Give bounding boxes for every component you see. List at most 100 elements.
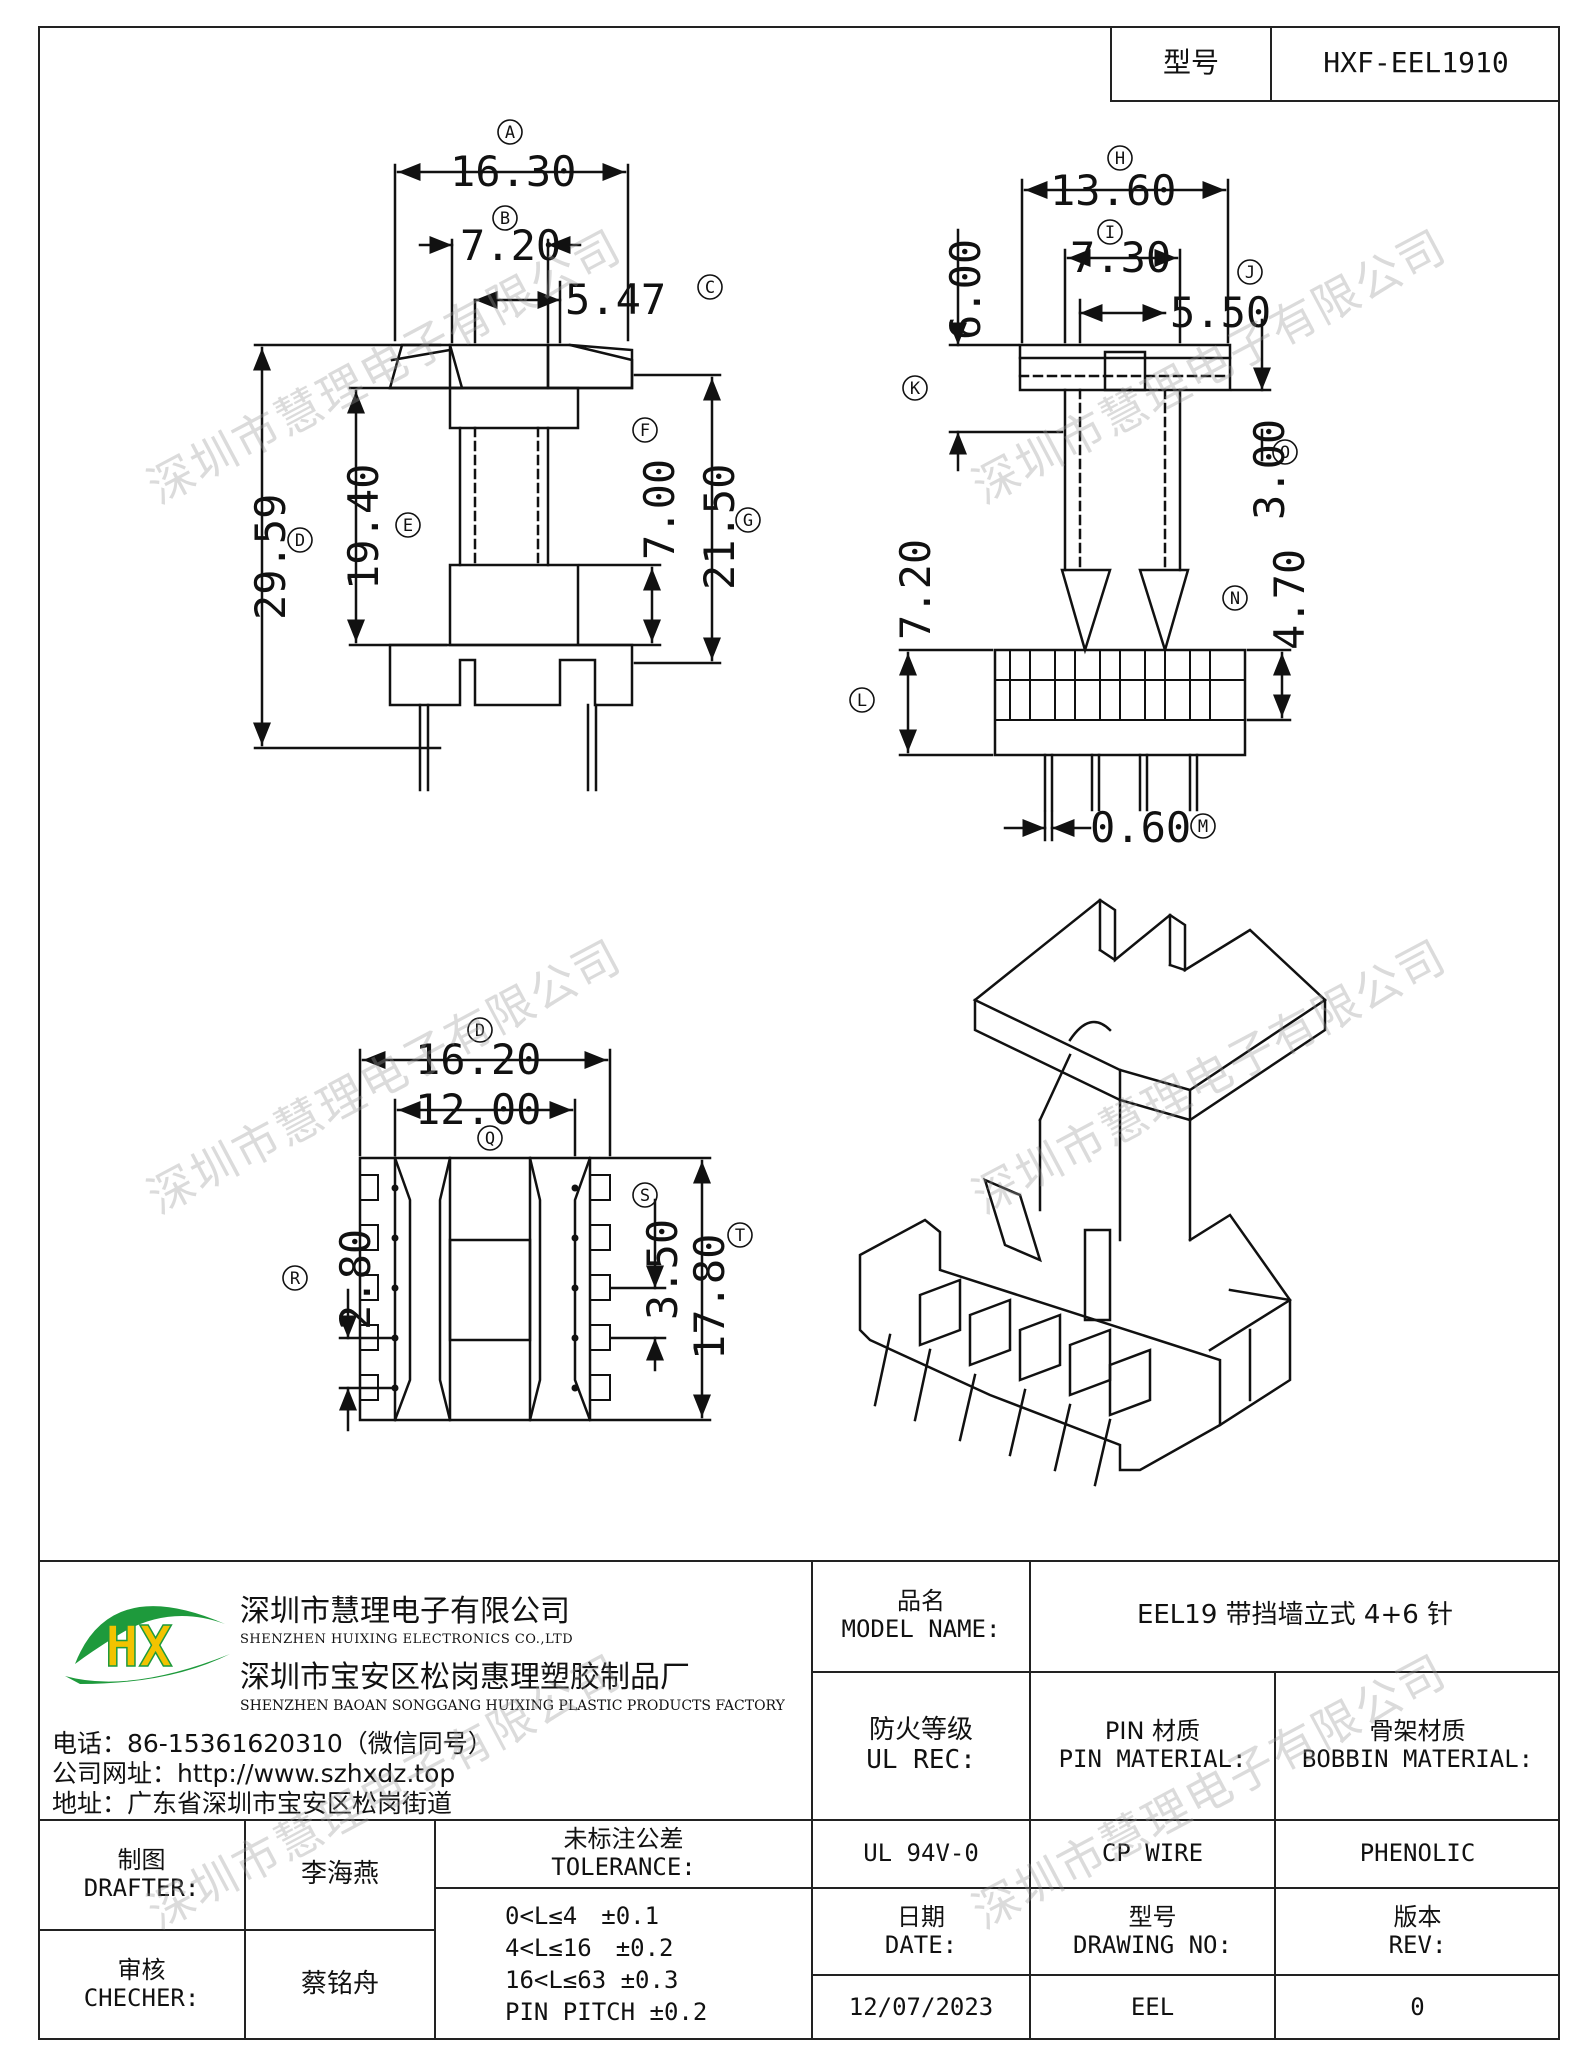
tolerance-label-cn: 未标注公差 bbox=[563, 1825, 684, 1854]
ul-value: UL 94V-0 bbox=[863, 1839, 979, 1868]
dim-i-label: 7.30 bbox=[1070, 233, 1171, 282]
company-website: 公司网址：http://www.szhxdz.top bbox=[52, 1759, 456, 1788]
tolerance-line: PIN PITCH ±0.2 bbox=[505, 1998, 708, 2026]
dim-e-label: 19.40 bbox=[339, 464, 388, 590]
tolerance-line: 0<L≤4 ±0.1 bbox=[505, 1902, 660, 1930]
dim-a-label: 16.30 bbox=[450, 147, 576, 196]
bobbin-label-en: BOBBIN MATERIAL: bbox=[1301, 1745, 1534, 1773]
date-value: 12/07/2023 bbox=[848, 1992, 994, 2021]
company-name-en: SHENZHEN HUIXING ELECTRONICS CO.,LTD bbox=[240, 1632, 574, 1647]
dim-n-label: 4.70 bbox=[1265, 549, 1314, 650]
rev-label: 版本 REV: bbox=[1275, 1888, 1560, 1975]
marker-e: E bbox=[395, 512, 421, 538]
marker-c: C bbox=[697, 274, 723, 300]
date-label-cn: 日期 bbox=[897, 1902, 945, 1931]
company-name-cn: 深圳市慧理电子有限公司 bbox=[240, 1594, 570, 1629]
dim-t-label: 17.80 bbox=[685, 1234, 734, 1360]
isometric-view bbox=[858, 898, 1328, 1487]
svg-text:N: N bbox=[1230, 589, 1240, 609]
dim-c-label: 5.47 bbox=[565, 275, 666, 324]
date-label: 日期 DATE: bbox=[812, 1888, 1030, 1975]
svg-text:R: R bbox=[290, 1269, 301, 1289]
marker-k: K bbox=[902, 375, 928, 401]
ul-label: 防火等级 UL REC: bbox=[812, 1672, 1030, 1820]
drafter-value: 李海燕 bbox=[300, 1859, 379, 1890]
svg-text:O: O bbox=[1280, 443, 1290, 463]
svg-text:E: E bbox=[403, 516, 413, 536]
drafter-label-en: DRAFTER: bbox=[83, 1874, 200, 1902]
marker-l: L bbox=[849, 687, 875, 713]
checker-value: 蔡铭舟 bbox=[300, 1969, 379, 2000]
model-label-cell: 型号 bbox=[1110, 26, 1270, 102]
model-name-label-cn: 品名 bbox=[897, 1587, 945, 1616]
technical-drawing: 16.30 7.20 5.47 13.60 7.30 5.50 0.60 16.… bbox=[246, 119, 1328, 1487]
dim-k-label: 6.00 bbox=[941, 239, 990, 340]
dim-f-label: 7.00 bbox=[635, 459, 684, 560]
dim-l-label: 7.20 bbox=[891, 539, 940, 640]
dim-p-label: 16.20 bbox=[415, 1035, 541, 1084]
company-phone: 电话：86-15361620310（微信同号） bbox=[52, 1729, 493, 1758]
marker-n: N bbox=[1222, 585, 1248, 611]
marker-g: G bbox=[735, 507, 761, 533]
dim-j-label: 5.50 bbox=[1170, 288, 1271, 337]
bobbin-material-label: 骨架材质 BOBBIN MATERIAL: bbox=[1275, 1672, 1560, 1820]
svg-text:S: S bbox=[640, 1186, 650, 1206]
dim-h-label: 13.60 bbox=[1050, 166, 1176, 215]
checker-label: 审核 CHECHER: bbox=[38, 1930, 245, 2040]
svg-text:C: C bbox=[705, 278, 715, 298]
marker-i: I bbox=[1097, 219, 1123, 245]
model-name-value: EEL19 带挡墙立式 4+6 针 bbox=[1030, 1560, 1560, 1672]
bobbin-label-cn: 骨架材质 bbox=[1369, 1717, 1466, 1746]
rev-value: 0 bbox=[1410, 1992, 1425, 2021]
ul-label-en: UL REC: bbox=[866, 1745, 976, 1775]
svg-text:A: A bbox=[505, 123, 515, 143]
svg-text:D: D bbox=[295, 531, 305, 551]
model-label: 型号 bbox=[1162, 45, 1219, 79]
svg-text:G: G bbox=[743, 511, 753, 531]
dim-o-label: 3.00 bbox=[1245, 419, 1294, 520]
svg-text:Q: Q bbox=[485, 1129, 495, 1149]
marker-h: H bbox=[1107, 145, 1133, 171]
logo-text: HX bbox=[105, 1615, 172, 1680]
tolerance-label: 未标注公差 TOLERANCE: bbox=[435, 1820, 812, 1888]
tolerance-label-en: TOLERANCE: bbox=[551, 1853, 696, 1881]
svg-text:L: L bbox=[857, 691, 867, 711]
svg-text:T: T bbox=[735, 1226, 745, 1246]
marker-a: A bbox=[497, 119, 523, 145]
dim-d-label: 29.59 bbox=[246, 494, 295, 620]
title-block bbox=[38, 1560, 1560, 2042]
dim-r-label: 2.80 bbox=[331, 1229, 380, 1330]
model-name-value-text: EEL19 带挡墙立式 4+6 针 bbox=[1136, 1600, 1454, 1631]
pin-material-value: CP WIRE bbox=[1101, 1839, 1204, 1868]
svg-text:J: J bbox=[1245, 263, 1255, 283]
model-name-label: 品名 MODEL NAME: bbox=[812, 1560, 1030, 1672]
factory-name-en: SHENZHEN BAOAN SONGGANG HUIXING PLASTIC … bbox=[240, 1698, 785, 1714]
front-view bbox=[253, 163, 722, 792]
checker-label-cn: 审核 bbox=[117, 1956, 166, 1985]
rev-label-cn: 版本 bbox=[1393, 1902, 1442, 1931]
marker-j: J bbox=[1237, 259, 1263, 285]
company-block: HX 深圳市慧理电子有限公司 SHENZHEN HUIXING ELECTRON… bbox=[40, 1562, 810, 1818]
marker-f: F bbox=[632, 417, 658, 443]
company-address: 地址：广东省深圳市宝安区松岗街道 bbox=[52, 1789, 453, 1818]
model-value: HXF-EEL1910 bbox=[1323, 45, 1509, 79]
marker-o: O bbox=[1272, 439, 1298, 465]
dim-m-label: 0.60 bbox=[1090, 803, 1191, 852]
date-label-en: DATE: bbox=[884, 1930, 958, 1959]
company-logo: HX bbox=[65, 1606, 230, 1684]
marker-q: Q bbox=[477, 1125, 503, 1151]
drawing-no-label: 型号 DRAWING NO: bbox=[1030, 1888, 1275, 1975]
ul-label-cn: 防火等级 bbox=[868, 1715, 973, 1746]
factory-name-cn: 深圳市宝安区松岗惠理塑胶制品厂 bbox=[240, 1660, 690, 1695]
checker-label-en: CHECHER: bbox=[83, 1984, 200, 2012]
drawing-no-label-en: DRAWING NO: bbox=[1073, 1930, 1232, 1959]
dim-q-label: 12.00 bbox=[415, 1085, 541, 1134]
marker-m: M bbox=[1190, 813, 1216, 839]
tolerance-line: 16<L≤63 ±0.3 bbox=[505, 1966, 679, 1994]
drawing-no-label-cn: 型号 bbox=[1128, 1902, 1177, 1931]
marker-d: D bbox=[287, 527, 313, 553]
drafter-label-cn: 制图 bbox=[117, 1846, 166, 1875]
dim-g-label: 21.50 bbox=[695, 464, 744, 590]
svg-text:I: I bbox=[1105, 223, 1115, 243]
